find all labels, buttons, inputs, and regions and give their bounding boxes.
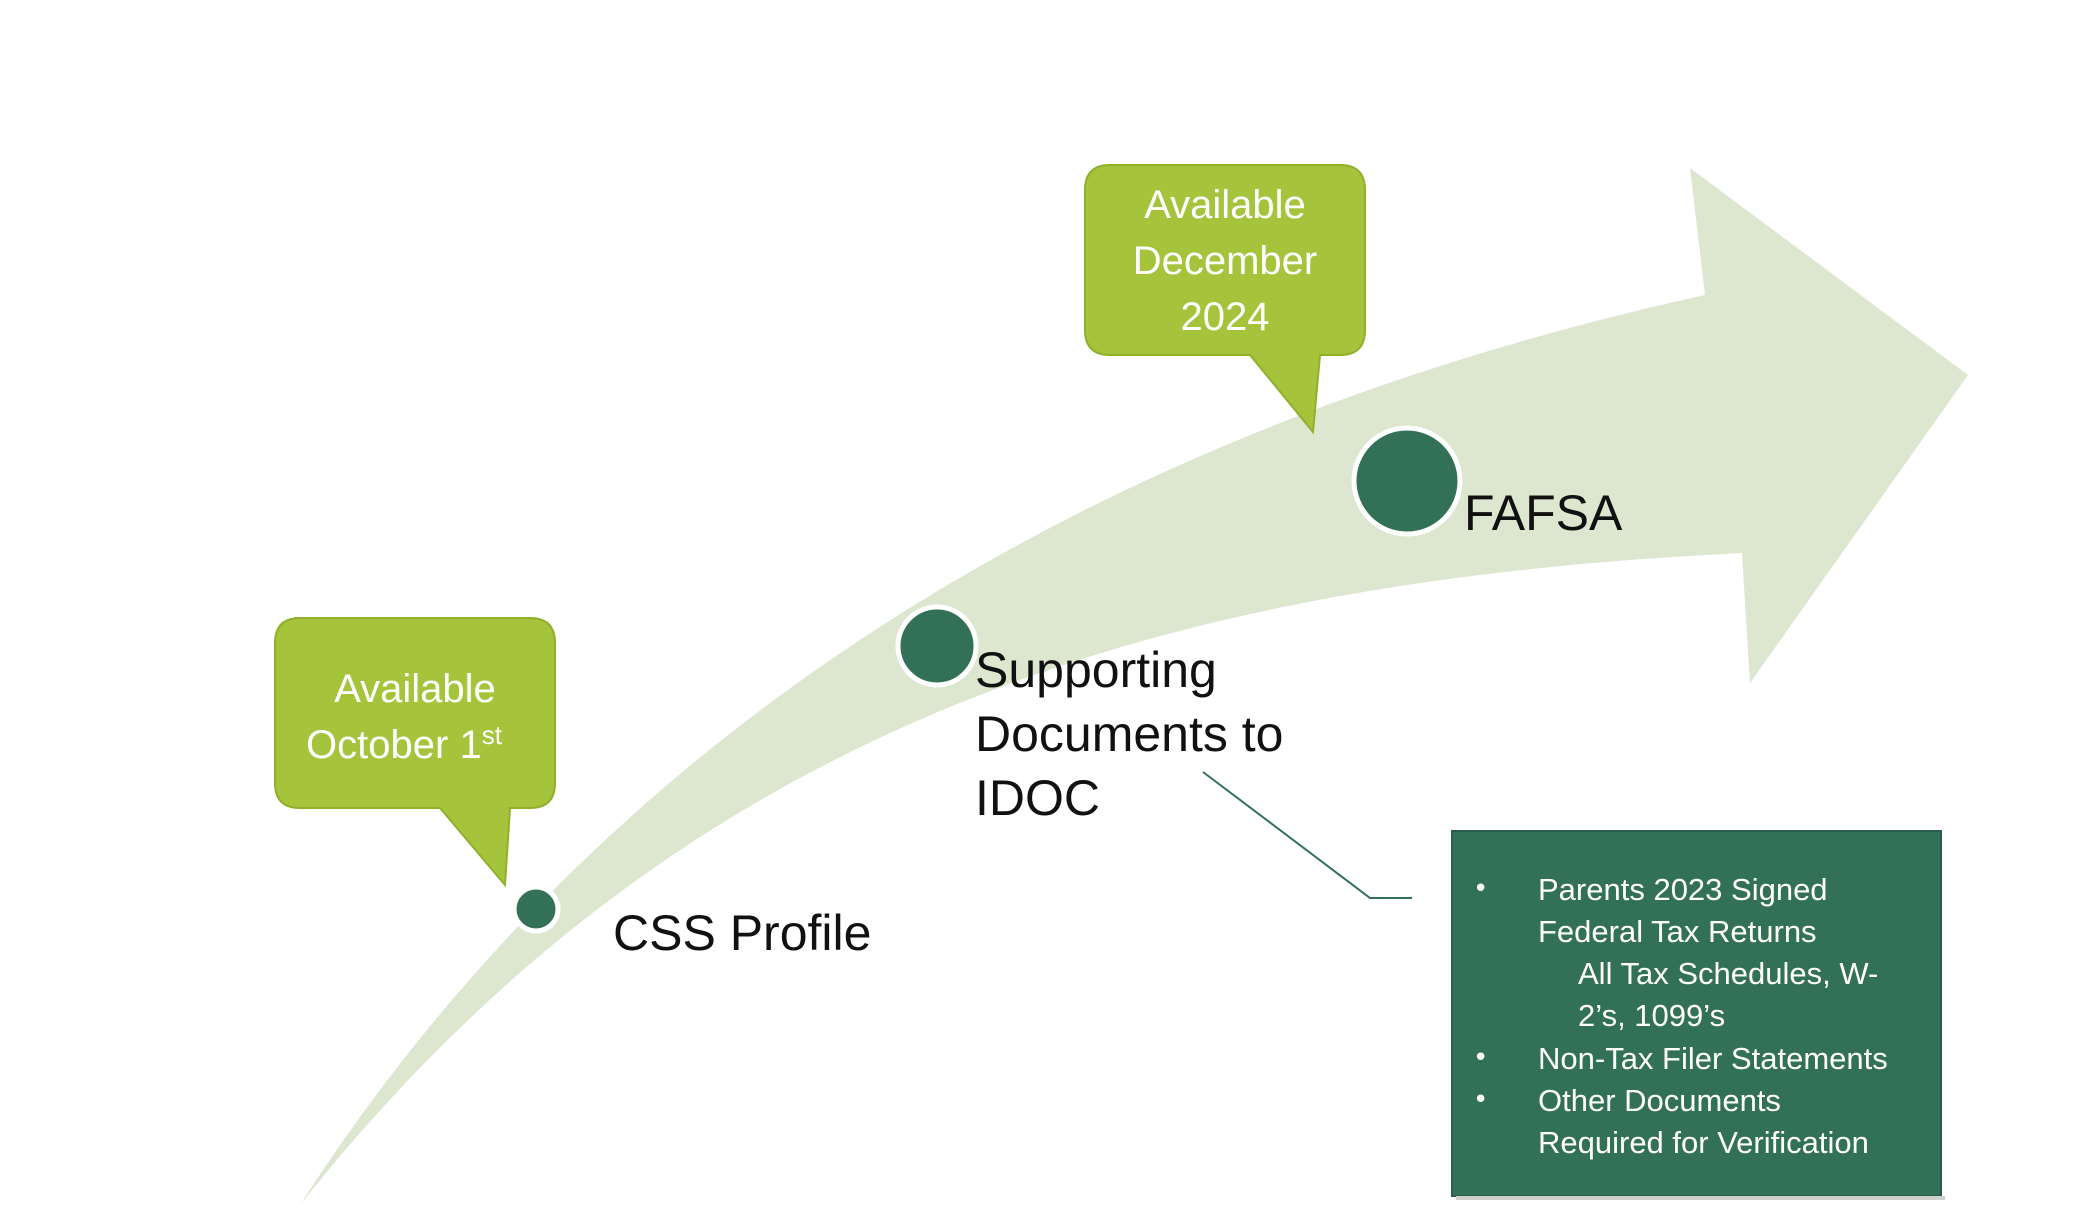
milestone-idoc-line1: Supporting — [975, 642, 1217, 698]
callout-december-line2: December — [1133, 239, 1318, 283]
callout-october-date: October 1 — [306, 723, 482, 767]
note-item-2-bullet: • — [1473, 1043, 1488, 1073]
callout-december-line1: Available — [1144, 183, 1306, 227]
node-idoc — [895, 604, 979, 688]
curved-arrow — [300, 168, 1968, 1205]
idoc-documents-box — [1451, 830, 1942, 1197]
note-item-1-bullet: • — [1473, 874, 1488, 904]
callout-december-line3: 2024 — [1181, 295, 1270, 339]
milestone-idoc-line3: IDOC — [975, 770, 1100, 826]
note-item-3-line2: Required for Verification — [1538, 1125, 1869, 1160]
milestone-idoc-line2: Documents to — [975, 706, 1283, 762]
milestone-fafsa-label: FAFSA — [1464, 485, 1623, 541]
note-item-2-line1: Non-Tax Filer Statements — [1538, 1041, 1888, 1076]
callout-october-line1: Available — [334, 667, 496, 711]
milestone-css-profile-label: CSS Profile — [613, 905, 871, 961]
note-connector-line — [1202, 771, 1412, 899]
note-item-1-line2: Federal Tax Returns — [1538, 914, 1817, 949]
node-css-profile — [511, 884, 561, 934]
callout-december: Available December 2024 — [1084, 164, 1366, 435]
callout-october: Available October 1st — [274, 617, 556, 888]
node-fafsa — [1351, 425, 1463, 537]
note-subitem-line2: 2’s, 1099’s — [1578, 998, 1725, 1033]
note-item-1-line1: Parents 2023 Signed — [1538, 872, 1828, 907]
svg-text:October 1st: October 1st — [306, 720, 503, 767]
callout-october-date-suffix: st — [482, 720, 503, 750]
note-item-3-bullet: • — [1473, 1085, 1488, 1115]
note-subitem-line1: All Tax Schedules, W- — [1578, 956, 1878, 991]
note-item-3-line1: Other Documents — [1538, 1083, 1781, 1118]
